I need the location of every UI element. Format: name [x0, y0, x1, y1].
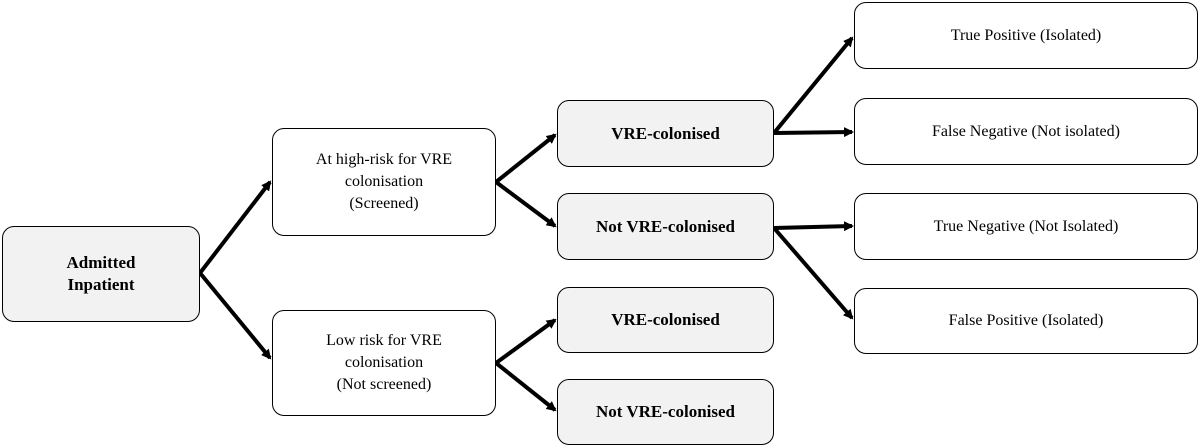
false-negative-node: False Negative (Not isolated) — [854, 98, 1198, 165]
arrow-not-vre-to-true-negative — [773, 221, 854, 232]
vre-colonised-low-node: VRE-colonised — [557, 287, 774, 353]
arrow-admitted-to-high-risk — [198, 180, 272, 275]
admitted-inpatient-node: Admitted Inpatient — [2, 226, 200, 322]
true-positive-node: True Positive (Isolated) — [854, 2, 1198, 69]
arrow-vre-colonised-to-true-positive — [772, 36, 854, 135]
arrow-high-risk-to-not-vre-colonised — [494, 180, 557, 228]
arrow-admitted-to-low-risk — [198, 271, 272, 360]
arrow-high-risk-to-vre-colonised — [494, 133, 557, 184]
false-positive-node: False Positive (Isolated) — [854, 288, 1198, 354]
arrow-low-risk-to-not-vre-colonised — [494, 361, 557, 412]
not-vre-colonised-high-node: Not VRE-colonised — [557, 193, 774, 260]
not-vre-colonised-low-node: Not VRE-colonised — [557, 379, 774, 445]
arrow-low-risk-to-vre-colonised — [494, 318, 557, 365]
high-risk-node: At high-risk for VRE colonisation (Scree… — [272, 128, 496, 236]
true-negative-node: True Negative (Not Isolated) — [854, 193, 1198, 260]
low-risk-node: Low risk for VRE colonisation (Not scree… — [272, 310, 496, 416]
vre-colonised-high-node: VRE-colonised — [557, 100, 774, 167]
arrow-not-vre-to-false-positive — [772, 226, 854, 320]
arrow-vre-colonised-to-false-negative — [773, 127, 854, 138]
